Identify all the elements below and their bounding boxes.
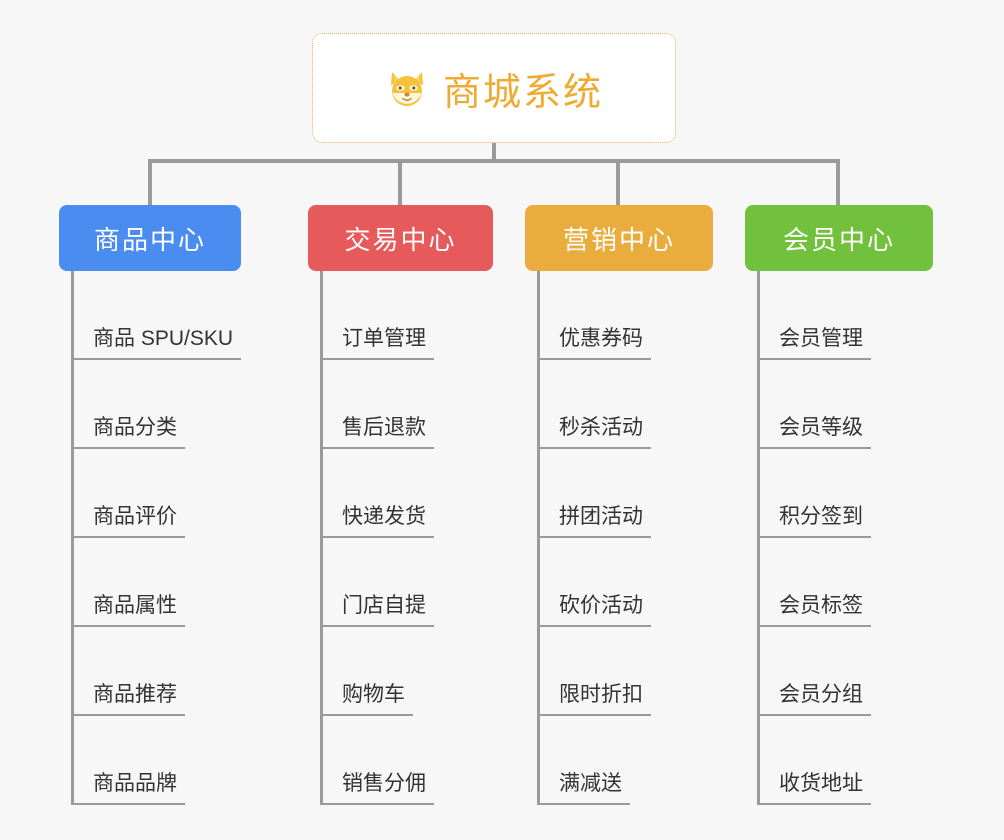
leaf-item[interactable]: 收货地址: [757, 716, 871, 805]
leaf-item[interactable]: 会员等级: [757, 360, 871, 449]
leaf-label: 秒杀活动: [537, 414, 651, 449]
leaf-item[interactable]: 商品评价: [71, 449, 185, 538]
leaf-item[interactable]: 商品分类: [71, 360, 185, 449]
leaf-item[interactable]: 门店自提: [320, 538, 434, 627]
leaf-label: 砍价活动: [537, 592, 651, 627]
leaf-item[interactable]: 购物车: [320, 627, 413, 716]
shiba-dog-emoji-icon: [385, 66, 429, 110]
root-label: 商城系统: [442, 71, 603, 114]
leaf-label: 订单管理: [320, 325, 434, 360]
category-spine-2: [537, 271, 540, 805]
connector-drop-0: [148, 159, 152, 205]
leaf-label: 积分签到: [757, 503, 871, 538]
leaf-item[interactable]: 积分签到: [757, 449, 871, 538]
leaf-item[interactable]: 销售分佣: [320, 716, 434, 805]
leaf-item[interactable]: 订单管理: [320, 271, 434, 360]
connector-horizontal-bus: [148, 159, 840, 163]
leaf-item[interactable]: 优惠券码: [537, 271, 651, 360]
leaf-label: 门店自提: [320, 592, 434, 627]
leaf-item[interactable]: 商品属性: [71, 538, 185, 627]
leaf-label: 优惠券码: [537, 325, 651, 360]
connector-drop-1: [398, 159, 402, 205]
connector-root-stem: [492, 143, 496, 162]
leaf-item[interactable]: 满减送: [537, 716, 630, 805]
leaf-label: 会员等级: [757, 414, 871, 449]
leaf-label: 商品属性: [71, 592, 185, 627]
leaf-item[interactable]: 会员标签: [757, 538, 871, 627]
category-spine-3: [757, 271, 760, 805]
leaf-item[interactable]: 砍价活动: [537, 538, 651, 627]
category-header-1[interactable]: 交易中心: [308, 205, 493, 271]
category-spine-1: [320, 271, 323, 805]
leaf-label: 会员标签: [757, 592, 871, 627]
leaf-item[interactable]: 售后退款: [320, 360, 434, 449]
leaf-label: 限时折扣: [537, 681, 651, 716]
root-node[interactable]: 商城系统: [312, 33, 676, 143]
leaf-label: 满减送: [537, 770, 630, 805]
leaf-label: 销售分佣: [320, 770, 434, 805]
leaf-item[interactable]: 商品推荐: [71, 627, 185, 716]
leaf-item[interactable]: 快递发货: [320, 449, 434, 538]
category-header-0[interactable]: 商品中心: [59, 205, 241, 271]
leaf-label: 售后退款: [320, 414, 434, 449]
category-header-3[interactable]: 会员中心: [745, 205, 933, 271]
leaf-label: 快递发货: [320, 503, 434, 538]
leaf-item[interactable]: 秒杀活动: [537, 360, 651, 449]
leaf-item[interactable]: 商品品牌: [71, 716, 185, 805]
leaf-label: 商品评价: [71, 503, 185, 538]
leaf-label: 会员分组: [757, 681, 871, 716]
leaf-label: 商品推荐: [71, 681, 185, 716]
leaf-label: 商品分类: [71, 414, 185, 449]
leaf-label: 拼团活动: [537, 503, 651, 538]
leaf-item[interactable]: 商品 SPU/SKU: [71, 271, 242, 360]
leaf-label: 商品品牌: [71, 770, 185, 805]
leaf-label: 商品 SPU/SKU: [71, 325, 242, 360]
leaf-label: 会员管理: [757, 325, 871, 360]
connector-drop-2: [616, 159, 620, 205]
category-header-2[interactable]: 营销中心: [525, 205, 713, 271]
leaf-label: 购物车: [320, 681, 413, 716]
category-spine-0: [71, 271, 74, 805]
leaf-item[interactable]: 限时折扣: [537, 627, 651, 716]
leaf-label: 收货地址: [757, 770, 871, 805]
leaf-item[interactable]: 会员管理: [757, 271, 871, 360]
connector-drop-3: [836, 159, 840, 205]
leaf-item[interactable]: 拼团活动: [537, 449, 651, 538]
leaf-item[interactable]: 会员分组: [757, 627, 871, 716]
